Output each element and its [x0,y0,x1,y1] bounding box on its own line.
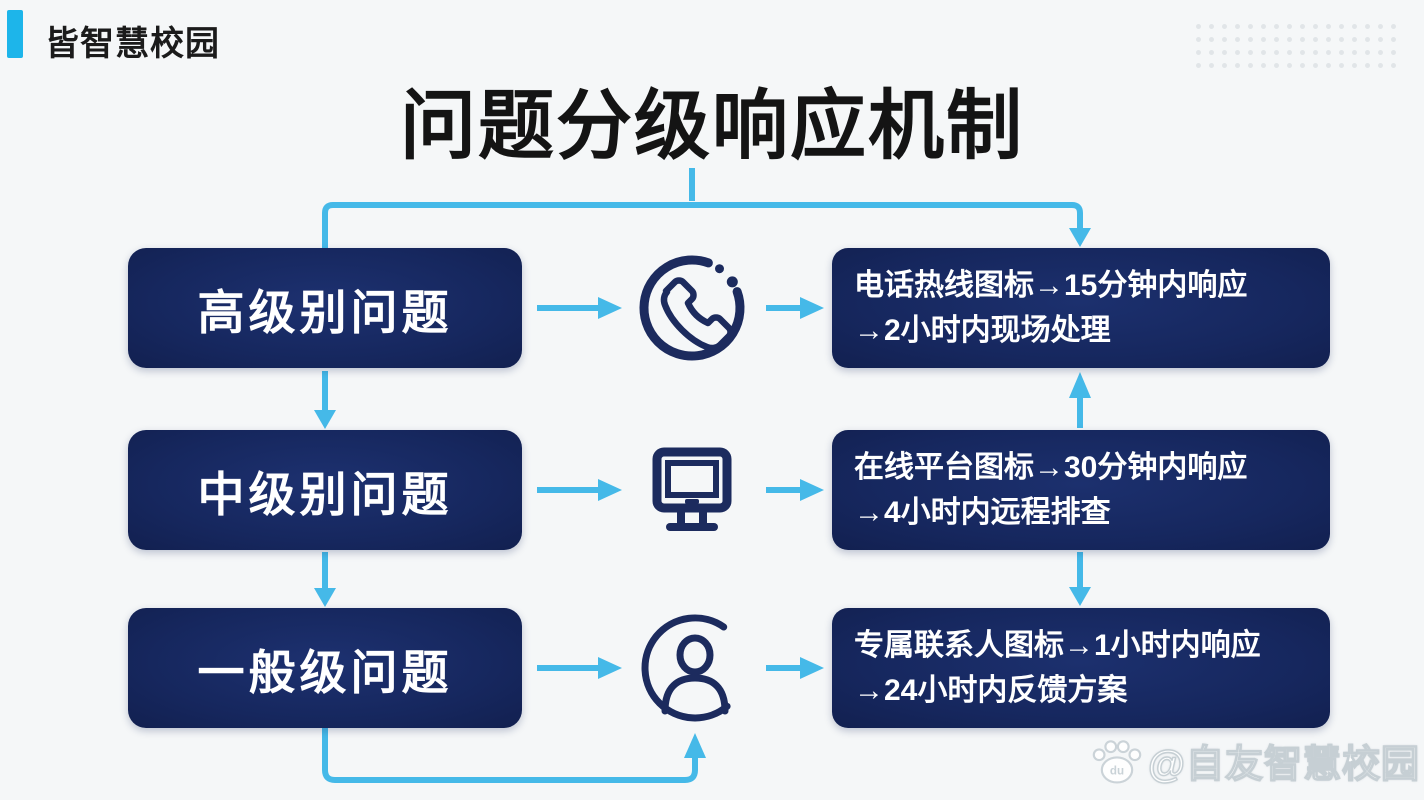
top-branch-arrowhead [1069,228,1091,247]
top-branch-line [322,202,1083,248]
level-label: 中级别问题 [197,467,453,521]
brand-accent-bar [7,10,23,58]
left-col-arrowhead-2 [314,588,336,607]
level-label: 高级别问题 [197,285,453,339]
h-arrowhead-3a [598,657,622,679]
watermark: du @自友智慧校园 [1090,733,1420,788]
level-label: 一般级问题 [197,645,453,699]
response-box-high: 电话热线图标→15分钟内响应 →2小时内现场处理 [832,248,1330,368]
response-line-1: 电话热线图标→15分钟内响应 [854,269,1248,302]
response-line-1: 在线平台图标→30分钟内响应 [854,451,1248,484]
watermark-text: @自友智慧校园 [1147,743,1420,786]
response-box-mid: 在线平台图标→30分钟内响应 →4小时内远程排查 [832,430,1330,550]
level-box-mid: 中级别问题 [128,430,522,550]
dots-pattern [1192,20,1404,68]
h-arrowhead-2b [800,479,824,501]
h-arrowhead-1b [800,297,824,319]
right-col-up-arrowhead [1069,372,1091,398]
brand-logo-text: 皆智慧校园 [45,25,220,63]
response-line-2: →24小时内反馈方案 [854,674,1128,707]
paw-icon-label: du [1110,764,1124,777]
monitor-icon [632,430,752,550]
level-box-high: 高级别问题 [128,248,522,368]
response-box-general: 专属联系人图标→1小时内响应 →24小时内反馈方案 [832,608,1330,728]
h-arrowhead-2a [598,479,622,501]
h-arrowhead-3b [800,657,824,679]
level-box-general: 一般级问题 [128,608,522,728]
h-arrowhead-1a [598,297,622,319]
baidu-paw-icon: du [1092,739,1142,783]
left-col-arrowhead-1 [314,410,336,429]
bottom-loop-line [322,728,698,783]
page-title: 问题分级响应机制 [400,84,1024,169]
phone-icon [632,248,752,368]
bottom-loop-up-arrowhead [684,733,706,758]
response-line-2: →4小时内远程排查 [854,496,1111,529]
response-line-2: →2小时内现场处理 [854,314,1111,347]
response-line-1: 专属联系人图标→1小时内响应 [854,629,1261,662]
right-col-down-arrowhead [1069,587,1091,606]
person-icon [635,608,755,728]
